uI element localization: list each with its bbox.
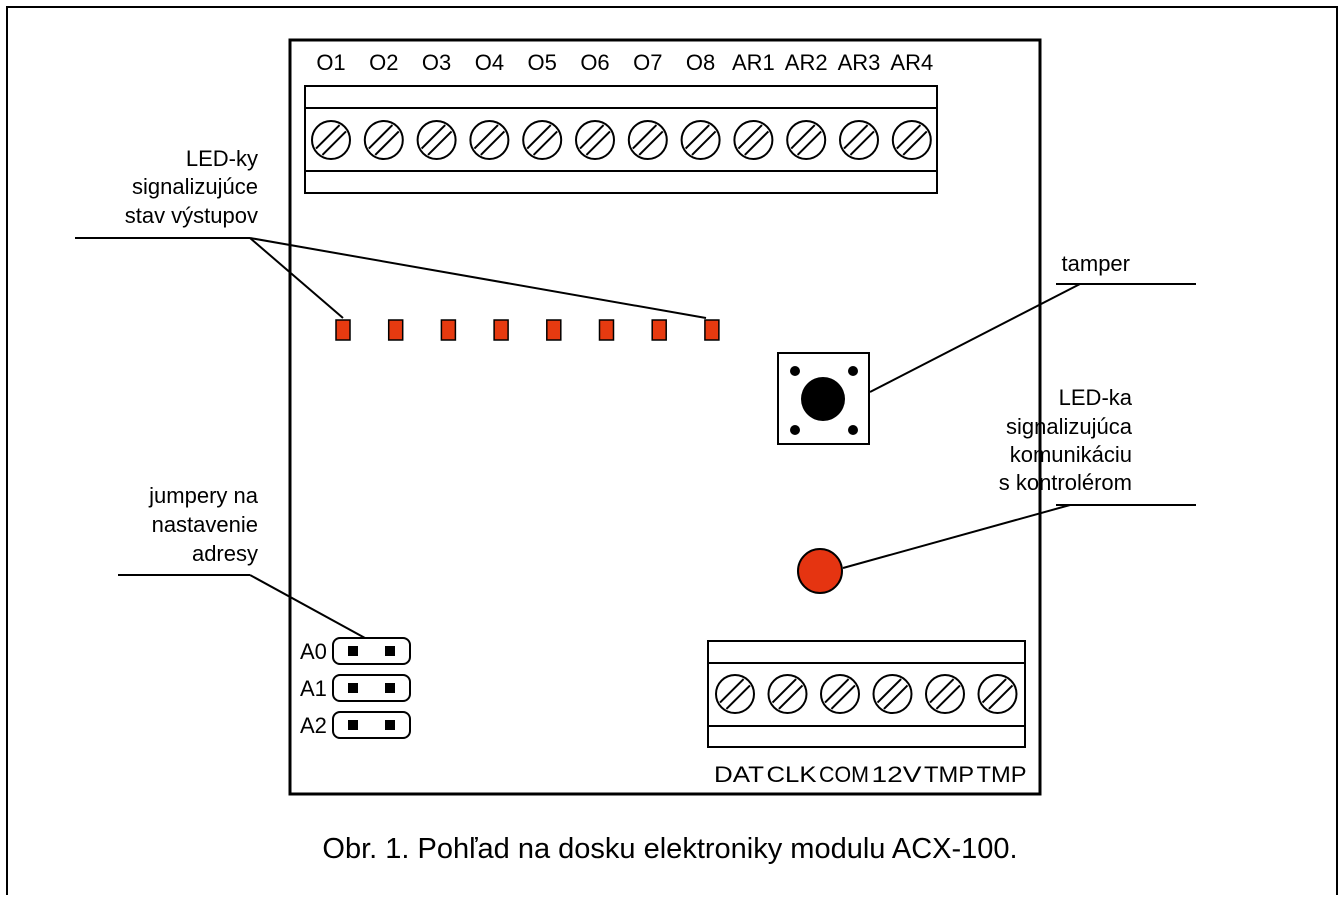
- terminal-screw: [522, 120, 563, 160]
- top-terminal-label: O7: [633, 50, 662, 75]
- output-led: [493, 319, 509, 341]
- top-terminal-label: AR2: [785, 50, 828, 75]
- top-terminal-label: O3: [422, 50, 451, 75]
- terminal-screw: [925, 674, 965, 714]
- terminal-screw: [977, 674, 1018, 714]
- communication-led: [797, 548, 843, 594]
- annotation-output-leds-line-1: LED-ky: [186, 146, 258, 171]
- annotation-jumpers-line-1: jumpery na: [148, 483, 259, 508]
- bottom-terminal-label: COM: [819, 762, 869, 787]
- bottom-terminal-label: 12V: [872, 762, 922, 787]
- top-terminal-label: O4: [475, 50, 504, 75]
- terminal-screw: [575, 120, 615, 160]
- tamper-switch: [777, 352, 870, 445]
- top-terminal-label: O2: [369, 50, 398, 75]
- top-terminal-label: AR1: [732, 50, 775, 75]
- terminal-screw: [680, 120, 721, 160]
- top-terminal-label: O8: [686, 50, 715, 75]
- pcb-board: [288, 38, 1042, 796]
- annotation-jumpers-line-3: adresy: [192, 541, 258, 566]
- output-led: [598, 319, 615, 341]
- jumper-label: A1: [300, 676, 327, 701]
- bottom-terminal-label: DAT: [714, 762, 764, 787]
- tamper-switch-pin: [848, 425, 858, 435]
- figure-caption: Obr. 1. Pohľad na dosku elektroniky modu…: [322, 833, 1017, 865]
- top-terminal-label: O5: [528, 50, 557, 75]
- top-terminal-label: O6: [580, 50, 609, 75]
- terminal-screw: [891, 120, 932, 160]
- terminal-screw: [786, 120, 827, 160]
- annotation-output-leds: LED-ky signalizujúce stav výstupov: [75, 146, 707, 319]
- jumper-pin: [385, 646, 395, 656]
- jumper-header: [332, 674, 411, 702]
- jumper-label: A0: [300, 639, 327, 664]
- annotation-jumpers-line-2: nastavenie: [152, 512, 258, 537]
- output-leds: [335, 319, 720, 341]
- annotation-comm-led-line-1: LED-ka: [1059, 385, 1133, 410]
- terminal-screw: [733, 120, 774, 160]
- output-led: [335, 319, 351, 341]
- annotation-communication-led: LED-ka signalizujúca komunikáciu s kontr…: [842, 385, 1196, 569]
- jumper-header: [332, 711, 411, 739]
- annotation-comm-led-line-2: signalizujúca: [1006, 414, 1133, 439]
- output-led: [387, 319, 404, 341]
- jumper-header: [332, 637, 411, 665]
- terminal-screw: [627, 120, 668, 160]
- annotation-comm-led-line-4: s kontrolérom: [999, 470, 1132, 495]
- terminal-screw: [839, 120, 879, 160]
- terminal-screw: [416, 120, 457, 160]
- leader-line: [842, 504, 1071, 569]
- outer-frame: [6, 6, 1338, 900]
- output-led: [440, 319, 457, 341]
- leader-line: [869, 283, 1081, 393]
- output-led: [546, 319, 562, 341]
- top-terminal-label: AR3: [838, 50, 881, 75]
- leader-line: [249, 237, 344, 319]
- annotation-output-leds-line-2: signalizujúce: [132, 174, 258, 199]
- bottom-terminal-label: TMP: [924, 762, 974, 787]
- bottom-terminal-label: TMP: [977, 762, 1027, 787]
- annotation-tamper: tamper: [869, 251, 1196, 393]
- top-terminal-body: [304, 85, 938, 194]
- leader-line: [249, 237, 707, 319]
- annotation-jumpers: jumpery na nastavenie adresy: [118, 483, 366, 639]
- terminal-screw: [715, 674, 755, 714]
- jumper-pin: [385, 683, 395, 693]
- top-terminal-label: AR4: [890, 50, 933, 75]
- tamper-switch-button: [801, 377, 845, 421]
- jumper-pin: [385, 720, 395, 730]
- terminal-screw: [820, 674, 860, 714]
- jumper-pin: [348, 720, 358, 730]
- annotation-tamper-label: tamper: [1062, 251, 1130, 276]
- annotation-comm-led-line-3: komunikáciu: [1010, 442, 1132, 467]
- top-terminal-label: O1: [316, 50, 345, 75]
- tamper-switch-pin: [790, 425, 800, 435]
- terminal-screw: [469, 120, 510, 160]
- bottom-terminal-label: CLK: [767, 762, 817, 787]
- jumper[interactable]: A1: [300, 674, 411, 702]
- top-terminal-block: O1 O2 O3 O4 O5 O6 O7 O8 AR1 AR2 AR3 AR4: [304, 50, 938, 194]
- annotation-output-leds-line-3: stav výstupov: [125, 203, 258, 228]
- output-led: [704, 319, 720, 341]
- jumper[interactable]: A2: [300, 711, 411, 739]
- leader-line: [249, 574, 366, 639]
- output-led: [651, 319, 667, 341]
- tamper-switch-pin: [848, 366, 858, 376]
- terminal-screw: [363, 120, 404, 160]
- jumper-pin: [348, 646, 358, 656]
- jumper[interactable]: A0: [300, 637, 411, 665]
- jumper-pin: [348, 683, 358, 693]
- tamper-switch-pin: [790, 366, 800, 376]
- terminal-screw: [767, 674, 808, 714]
- jumper-label: A2: [300, 713, 327, 738]
- terminal-screw: [311, 120, 351, 160]
- bottom-terminal-body: [707, 640, 1026, 748]
- tamper-switch-body: [777, 352, 870, 445]
- terminal-screw: [872, 674, 913, 714]
